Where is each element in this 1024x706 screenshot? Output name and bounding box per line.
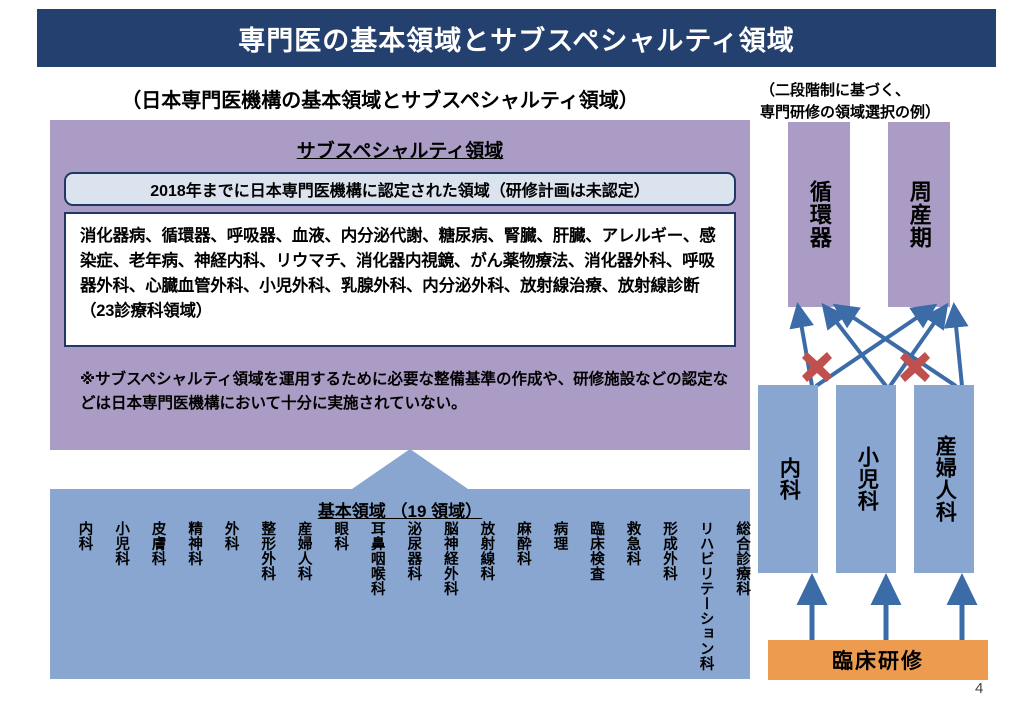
basic-domain-item: 耳鼻咽喉科 [368, 521, 385, 596]
clinical-training-label: 臨床研修 [832, 650, 924, 673]
basic-domain-item: 内科 [76, 521, 93, 551]
slide-header-bar: 専門医の基本領域とサブスペシャルティ領域 [37, 9, 996, 67]
right-basic-box-label: 産婦人科 [933, 435, 957, 523]
basic-domains-list: 内科 小児科 皮膚科 精神科 外科 整形外科 産婦人科 眼科 耳鼻咽喉科 泌尿器… [50, 521, 751, 673]
basic-domain-item: 小児科 [113, 521, 130, 566]
basic-domains-panel: 基本領域 （19 領域） 内科 小児科 皮膚科 精神科 外科 整形外科 産婦人科… [50, 489, 750, 679]
right-basic-box-pediatrics: 小児科 [836, 385, 896, 573]
right-basic-box-internal-medicine: 内科 [758, 385, 818, 573]
right-subspecialty-box-circulatory: 循環器 [788, 122, 850, 307]
basic-domain-item: 麻酔科 [514, 521, 531, 566]
subspecialty-panel: サブスペシャルティ領域 2018年までに日本専門医機構に認定された領域（研修計画… [50, 120, 750, 450]
basic-domain-item: 皮膚科 [149, 521, 166, 566]
upward-block-arrow-icon [352, 449, 468, 493]
basic-domain-item: 泌尿器科 [405, 521, 422, 581]
clinical-training-box: 臨床研修 [768, 640, 988, 680]
right-section-title: （二段階制に基づく、 専門研修の領域選択の例） [760, 80, 1010, 124]
basic-domains-title: 基本領域 （19 領域） [317, 502, 483, 521]
certification-banner: 2018年までに日本専門医機構に認定された領域（研修計画は未認定） [64, 172, 736, 206]
basic-domain-item: 総合診療科 [734, 521, 751, 596]
basic-domain-item: 精神科 [186, 521, 203, 566]
basic-domain-item: 形成外科 [661, 521, 678, 581]
subspecialty-list-text: 消化器病、循環器、呼吸器、血液、内分泌代謝、糖尿病、腎臓、肝臓、アレルギー、感染… [80, 227, 716, 321]
blocked-path-x-icon [900, 352, 930, 382]
subspecialty-note: ※サブスペシャルティ領域を運用するために必要な整備基準の作成や、研修施設などの認… [80, 371, 729, 413]
certification-banner-label: 2018年までに日本専門医機構に認定された領域（研修計画は未認定） [150, 183, 650, 200]
subspecialty-list-box: 消化器病、循環器、呼吸器、血液、内分泌代謝、糖尿病、腎臓、肝臓、アレルギー、感染… [64, 212, 736, 347]
left-section-subtitle: （日本専門医機構の基本領域とサブスペシャルティ領域） [121, 90, 639, 112]
basic-domain-item: 外科 [222, 521, 239, 551]
right-subspecialty-box-perinatal: 周産期 [888, 122, 950, 307]
subspecialty-panel-title: サブスペシャルティ領域 [296, 141, 504, 162]
right-section-title-line2: 専門研修の領域選択の例） [760, 103, 941, 121]
basic-domain-item: 眼科 [332, 521, 349, 551]
basic-domain-item: リハビリテーション科 [697, 521, 714, 671]
basic-domain-item: 病理 [551, 521, 568, 551]
right-section-title-line1: （二段階制に基づく、 [760, 82, 911, 99]
page-number: 4 [975, 680, 984, 697]
basic-domain-item: 産婦人科 [295, 521, 312, 581]
basic-domain-item: 救急科 [624, 521, 641, 566]
basic-domain-item: 整形外科 [259, 521, 276, 581]
right-basic-box-obgyn: 産婦人科 [914, 385, 974, 573]
blocked-path-x-icon [802, 352, 832, 382]
basic-domain-item: 脳神経外科 [441, 521, 458, 596]
right-basic-box-label: 小児科 [855, 446, 879, 512]
basic-domain-item: 臨床検査 [587, 521, 604, 581]
page-title: 専門医の基本領域とサブスペシャルティ領域 [238, 25, 795, 56]
connector-arrows [789, 302, 978, 640]
basic-domain-item: 放射線科 [478, 521, 495, 581]
right-subspecialty-box-label: 周産期 [906, 180, 932, 249]
right-subspecialty-box-label: 循環器 [806, 180, 832, 249]
right-basic-box-label: 内科 [777, 457, 801, 501]
